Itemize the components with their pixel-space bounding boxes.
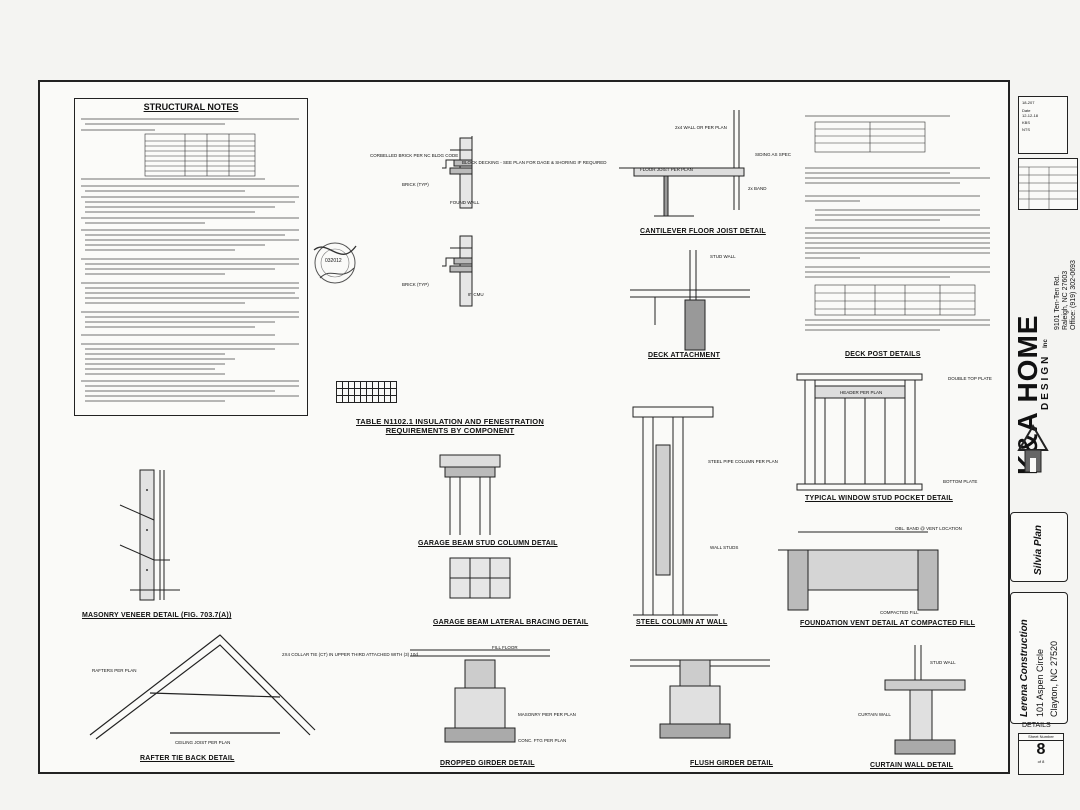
caption-garage-beam-lateral: GARAGE BEAM LATERAL BRACING DETAIL: [433, 619, 589, 626]
insulation-table: [336, 381, 397, 403]
caption-cantilever: CANTILEVER FLOOR JOIST DETAIL: [640, 228, 766, 235]
label-compacted-fill: COMPACTED FILL: [880, 610, 919, 615]
label-fill-floor: FILL FLOOR: [492, 645, 518, 650]
caption-steel-column: STEEL COLUMN AT WALL: [636, 619, 728, 626]
label-masonry-pier: MASONRY PIER PER PLAN: [518, 712, 576, 717]
caption-garage-beam-stud: GARAGE BEAM STUD COLUMN DETAIL: [418, 540, 558, 547]
sheet-title-details: DETAILS: [1022, 722, 1051, 729]
label-rafters: RAFTERS PER PLAN: [92, 668, 137, 673]
firm-addr1: 9101 Ten-Ten Rd.: [1054, 274, 1061, 330]
caption-window-stud: TYPICAL WINDOW STUD POCKET DETAIL: [805, 495, 953, 502]
firm-design: DESIGN: [1040, 353, 1051, 410]
caption-curtain-wall: CURTAIN WALL DETAIL: [870, 762, 954, 769]
seal-number: 032012: [325, 258, 342, 264]
client-address-1: 101 Aspen Circle: [1035, 648, 1045, 717]
caption-foundation-vent: FOUNDATION VENT DETAIL AT COMPACTED FILL: [800, 620, 976, 627]
label-siding: SIDING AS SPEC: [755, 152, 792, 157]
house-logo-icon: [1017, 424, 1049, 473]
label-header: HEADER PER PLAN: [840, 390, 883, 395]
label-floor-joist: FLOOR JOIST PER PLAN: [640, 167, 693, 172]
caption-deck-post: DECK POST DETAILS: [845, 351, 921, 358]
firm-inc: Inc: [1043, 339, 1049, 348]
label-stud-wall: STUD WALL: [710, 254, 736, 259]
label-found-wall: FOUND WALL: [450, 200, 480, 205]
client-name: Lerena Construction: [1019, 619, 1030, 717]
revision-date: 12-12-18: [1022, 113, 1039, 118]
structural-notes-box: STRUCTURAL NOTES: [74, 98, 308, 416]
rafter-tie-drawing: [89, 634, 316, 740]
foundation-vent-drawing: [778, 531, 939, 611]
label-bottom-plate: BOTTOM PLATE: [943, 479, 978, 484]
job-number: 18-207: [1022, 100, 1035, 105]
sheet-number-label: Sheet Number: [1019, 734, 1063, 741]
masonry-veneer-drawing: [119, 469, 180, 601]
label-stud-wall-2: STUD WALL: [930, 660, 956, 665]
structural-notes-title: STRUCTURAL NOTES: [143, 102, 239, 112]
firm-phone: Office: (919) 302-0693: [1070, 260, 1077, 330]
label-vent-location: OBL. BAND @ VENT LOCATION: [895, 526, 962, 531]
sheet-of: of 8: [1037, 759, 1045, 764]
label-corbelled-brick: CORBELLED BRICK PER NC BLDG CODE: [370, 153, 459, 158]
plan-name: Silvia Plan: [1033, 524, 1044, 575]
label-wall-or-plan: 2x4 WALL OR PER PLAN: [675, 125, 727, 130]
corbel-detail-bottom: [442, 235, 473, 307]
label-cmu: 8" CMU: [468, 292, 484, 297]
firm-name-bottom: HOME: [1012, 314, 1043, 403]
garage-beam-stud-drawing: [439, 454, 501, 535]
client-address-2: Clayton, NC 27520: [1049, 640, 1059, 717]
scale: NTS: [1022, 127, 1030, 132]
window-stud-drawing: [796, 373, 923, 491]
corbel-detail-top: [442, 136, 473, 209]
firm-addr2: Raleigh, NC 27603: [1062, 270, 1069, 330]
label-wall-studs: WALL STUDS: [710, 545, 739, 550]
garage-beam-lateral-drawing: [449, 557, 511, 599]
revision-box: 18-207 Date 12-12-18 KBS NTS: [1018, 96, 1068, 154]
label-block-decking: BLOCK DECKING - SEE PLAN FOR DAGE & SHOR…: [462, 160, 607, 165]
label-conc-ftg: CONC. FTG PER PLAN: [518, 738, 567, 743]
caption-rafter-tie: RAFTER TIE BACK DETAIL: [140, 755, 235, 762]
sheet-number: 8: [1036, 741, 1046, 758]
label-collar-tie: 2X4 COLLAR TIE (CT) IN UPPER THIRD ATTAC…: [282, 652, 418, 657]
label-steel-pipe: STEEL PIPE COLUMN PER PLAN: [708, 459, 778, 464]
sheet-number-box: Sheet Number 8 of 8: [1018, 733, 1064, 775]
curtain-wall-drawing: [884, 645, 966, 755]
label-double-top: DOUBLE TOP PLATE: [948, 376, 992, 381]
flush-girder-drawing: [630, 659, 770, 739]
steel-column-drawing: [632, 406, 718, 616]
notes-text-block: [81, 118, 299, 402]
plan-name-box: Silvia Plan: [1010, 512, 1068, 582]
caption-masonry-veneer: MASONRY VENEER DETAIL (FIG. 703.7(A)): [82, 612, 232, 619]
label-brick-typ-2: BRICK (TYP): [402, 282, 429, 287]
caption-deck-attach: DECK ATTACHMENT: [648, 352, 721, 359]
caption-flush-girder: FLUSH GIRDER DETAIL: [690, 760, 774, 767]
engineer-seal: [313, 242, 357, 284]
firm-address: 9101 Ten-Ten Rd. Raleigh, NC 27603 Offic…: [1054, 220, 1078, 330]
label-ceiling-joist: CEILING JOIST PER PLAN: [175, 740, 231, 745]
revisions-table: [1018, 158, 1078, 210]
revision-date-label: Date: [1022, 108, 1031, 113]
caption-table-n1102: TABLE N1102.1 INSULATION AND FENESTRATIO…: [356, 417, 544, 435]
client-box: Lerena Construction 101 Aspen Circle Cla…: [1010, 592, 1068, 724]
label-brick-typ: BRICK (TYP): [402, 182, 429, 187]
drawn-by: KBS: [1022, 120, 1031, 125]
deck-attachment-drawing: [630, 250, 750, 351]
deck-post-notes: [805, 115, 990, 331]
label-curtain-wall: CURTAIN WALL: [858, 712, 891, 717]
label-band: 2x BAND: [748, 186, 767, 191]
dropped-girder-drawing: [410, 649, 550, 743]
caption-dropped-girder: DROPPED GIRDER DETAIL: [440, 760, 535, 767]
firm-design-text: DESIGN Inc: [1040, 290, 1052, 410]
cantilever-detail-drawing: [619, 110, 745, 217]
